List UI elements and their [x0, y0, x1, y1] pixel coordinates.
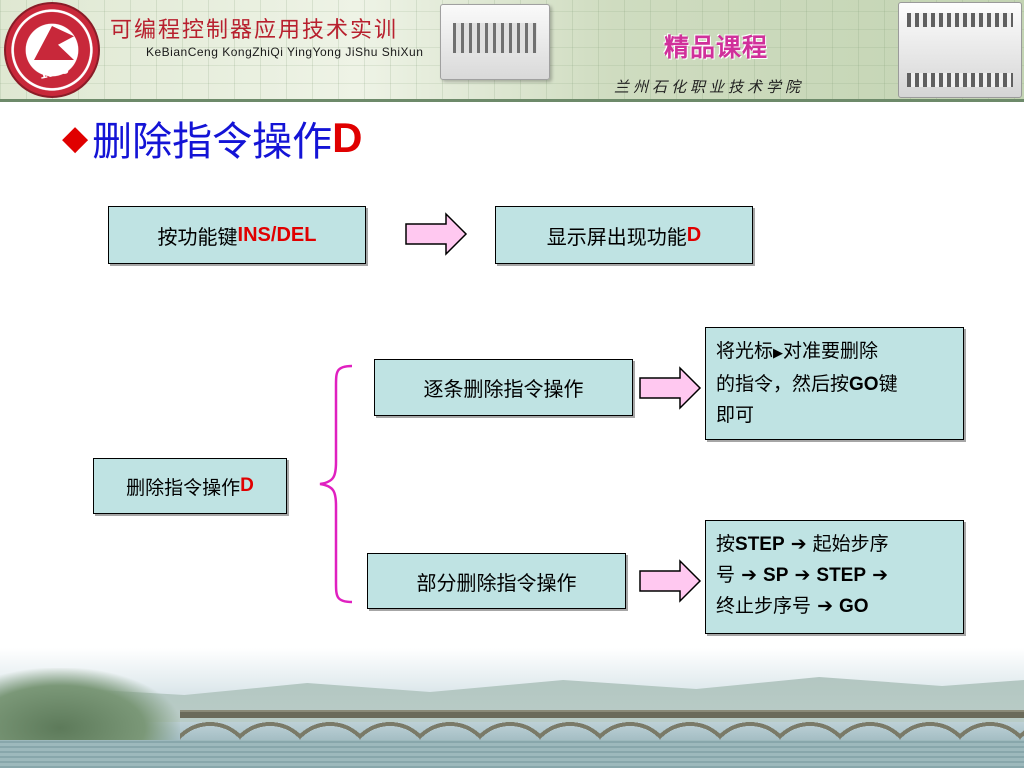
step-key: STEP [735, 534, 785, 555]
box-text: 按功能键 [157, 224, 238, 249]
range-delete-note: 按STEP ➔ 起始步序 号 ➔ SP ➔ STEP ➔ 终止步序号 ➔ GO [705, 520, 964, 634]
slide-title: ◆ 删除指令操作 D [62, 112, 363, 165]
note-text: 将光标 [716, 340, 774, 362]
go-key: GO [849, 374, 879, 395]
note-text: 号 [716, 564, 736, 586]
range-delete-box: 部分删除指令操作 [367, 553, 626, 609]
note-text: 终止步序号 [716, 595, 812, 617]
function-d-key: D [686, 223, 702, 246]
school-name: 兰州石化职业技术学院 [614, 78, 805, 96]
box-text: 删除指令操作 [126, 476, 241, 499]
arrow-right-icon: ➔ [872, 564, 888, 586]
sp-key: SP [763, 565, 789, 586]
plc-controller-image [898, 2, 1022, 98]
root-d-key: D [240, 475, 254, 496]
slide-title-suffix: D [332, 114, 363, 161]
brace-icon [319, 364, 353, 604]
school-logo: 1958 [4, 2, 100, 98]
single-delete-note: 将光标▶对准要删除 的指令，然后按GO键 即可 [705, 327, 964, 440]
note-text: 按 [716, 533, 736, 555]
note-text: 键 [878, 373, 898, 395]
ins-del-key: INS/DEL [237, 223, 317, 246]
arrow-right-icon: ➔ [817, 595, 833, 617]
note-text: 即可 [716, 404, 755, 426]
bridge-deck [180, 710, 1024, 718]
cursor-triangle-icon: ▶ [773, 346, 784, 361]
bridge-scenery-image [0, 648, 1024, 768]
plc-module-image [440, 4, 550, 80]
note-text: 的指令，然后按 [716, 373, 850, 395]
branch1-arrow-icon [639, 366, 702, 410]
box-text: 部分删除指令操作 [416, 570, 577, 595]
branch2-arrow-icon [639, 559, 702, 603]
note-text: 起始步序 [812, 533, 889, 555]
flow-arrow-icon [405, 212, 468, 256]
quality-course-badge: 精品课程 [664, 33, 769, 62]
logo-flag-icon [34, 26, 74, 60]
arrow-right-icon: ➔ [741, 564, 757, 586]
step-key: STEP [816, 565, 867, 586]
banner-divider [0, 99, 1024, 102]
course-title: 可编程控制器应用技术实训 [110, 18, 399, 43]
box-text: 显示屏出现功能 [546, 224, 687, 249]
box-text: 逐条删除指令操作 [423, 377, 584, 401]
arrow-right-icon: ➔ [790, 533, 807, 555]
bridge-arches [180, 718, 1024, 740]
diamond-bullet-icon: ◆ [62, 118, 89, 158]
go-key: GO [839, 596, 869, 617]
header-banner: 1958 可编程控制器应用技术实训 KeBianCeng KongZhiQi Y… [0, 0, 1024, 102]
single-delete-box: 逐条删除指令操作 [374, 359, 633, 416]
note-text: 对准要删除 [783, 340, 879, 362]
arrow-right-icon: ➔ [794, 564, 811, 586]
river-water [0, 740, 1024, 768]
course-title-pinyin: KeBianCeng KongZhiQi YingYong JiShu ShiX… [146, 45, 424, 59]
slide-title-text: 删除指令操作 [92, 119, 333, 165]
